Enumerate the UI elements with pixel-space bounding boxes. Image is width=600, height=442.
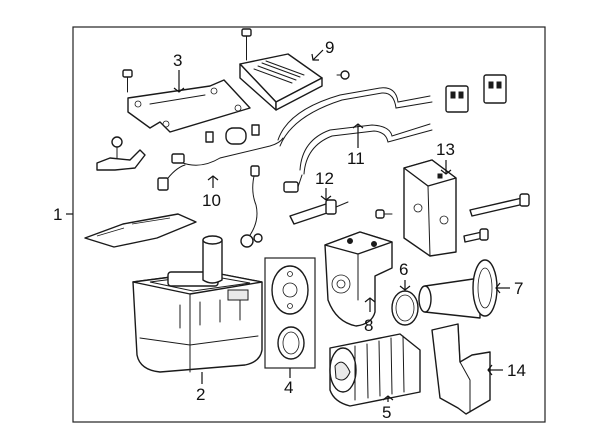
combustion-tube [418,259,498,319]
diagram-frame [72,26,546,423]
callout-9: 9 [325,38,334,57]
leader-9 [312,49,324,61]
callout-14: 14 [507,361,526,380]
burner-head [324,231,393,327]
leader-lines [66,49,510,402]
sensor-probe [283,174,349,225]
control-unit [239,53,323,111]
callout-5: 5 [382,403,391,422]
screw-cover [122,69,133,93]
callout-11: 11 [347,149,365,168]
fuel-lines [277,87,433,175]
callout-10: 10 [202,191,221,210]
screw-small [375,209,393,219]
gasket-set [264,257,316,369]
housing-gasket [84,213,197,248]
callout-12: 12 [315,169,334,188]
callout-7: 7 [514,279,523,298]
nut-control-unit [336,70,350,80]
bolt-short [463,228,489,243]
callout-8: 8 [364,316,373,335]
cover-plate [127,79,251,133]
callout-1: 1 [53,205,62,224]
callout-2: 2 [196,385,205,404]
callout-4: 4 [284,378,293,397]
mounting-bracket [403,159,457,257]
callout-3: 3 [173,51,182,70]
callout-6: 6 [399,260,408,279]
callout-13: 13 [436,140,455,159]
o-ring [391,290,419,326]
heater-housing [132,235,263,373]
bolt-control-unit [241,28,252,61]
bolt-long [469,193,530,217]
callout-numbers: 1 2 3 4 5 6 7 8 9 10 11 12 13 14 [53,38,526,422]
heat-shield [431,323,491,415]
wire-harness [157,124,284,191]
bracket-left [96,136,146,171]
glow-pin [240,165,263,248]
blower-motor [329,333,421,407]
line-connectors [445,74,507,113]
